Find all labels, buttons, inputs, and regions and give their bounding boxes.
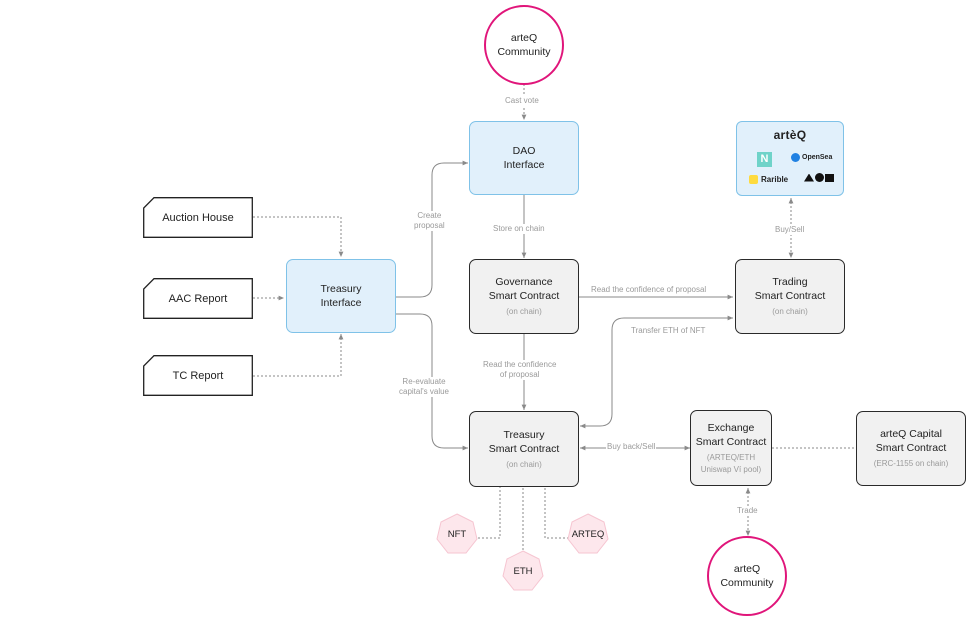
nft-asset-node: NFT — [436, 513, 478, 555]
treasury-contract-line1: Treasury — [503, 428, 545, 441]
marketplaces-node: artèQ N OpenSea Rarible — [736, 121, 844, 196]
arteq-asset-node: ARTEQ — [567, 513, 609, 555]
label-buy-sell: Buy/Sell — [774, 225, 806, 235]
edge-tc — [253, 334, 344, 377]
n-marketplace-icon: N — [757, 152, 772, 167]
label-buy-back-sell: Buy back/Sell — [606, 442, 657, 452]
opensea-icon — [791, 153, 800, 162]
auction-house-node: Auction House — [143, 197, 253, 238]
document-shape-icon — [143, 197, 253, 238]
edge-nft — [478, 487, 501, 539]
tc-report-label: TC Report — [172, 369, 224, 382]
label-read-confidence-mid-line1: Read the confidence — [483, 360, 557, 369]
trading-line1: Trading — [772, 276, 808, 288]
eth-label: ETH — [513, 565, 533, 577]
edge-transfer-eth — [580, 315, 733, 429]
label-transfer-eth: Transfer ETH of NFT — [630, 326, 707, 336]
community-bottom-node: arteQ Community — [707, 536, 787, 616]
dao-interface-node: DAO Interface — [469, 121, 579, 195]
label-create-proposal: Create proposal — [413, 211, 446, 231]
tc-report-node: TC Report — [143, 355, 253, 396]
aac-report-label: AAC Report — [168, 292, 228, 305]
document-shape-icon — [143, 278, 253, 319]
dao-interface-line2: Interface — [503, 159, 545, 171]
treasury-interface-line1: Treasury — [320, 283, 362, 295]
label-trade: Trade — [736, 506, 759, 516]
arteq-brand-logo: artèQ — [773, 128, 807, 142]
geometric-marketplace-logo — [804, 173, 834, 182]
edge-auction — [253, 216, 344, 257]
governance-sub: (on chain) — [506, 307, 542, 316]
label-create-proposal-line1: Create — [417, 211, 442, 220]
heptagon-shape-icon — [436, 513, 478, 554]
rarible-logo: Rarible — [749, 175, 788, 184]
exchange-line1: Exchange — [707, 421, 755, 434]
exchange-line2: Smart Contract — [695, 435, 767, 448]
aac-report-node: AAC Report — [143, 278, 253, 319]
capital-sub: (ERC-1155 on chain) — [873, 459, 949, 468]
heptagon-shape-icon — [567, 513, 609, 554]
community-bottom-line2: Community — [720, 577, 774, 589]
exchange-sub2: Uniswap Ví pool) — [700, 464, 762, 474]
nft-label: NFT — [447, 528, 467, 540]
rarible-label: Rarible — [761, 175, 789, 184]
heptagon-shape-icon — [502, 550, 544, 591]
trading-sub: (on chain) — [772, 307, 808, 316]
label-reevaluate-line1: Re-evaluate — [402, 377, 446, 386]
label-read-confidence-mid-line2: of proposal — [499, 370, 540, 379]
capital-line2: Smart Contract — [875, 442, 947, 454]
dao-interface-line1: DAO — [512, 145, 536, 157]
label-create-proposal-line2: proposal — [414, 221, 445, 230]
rarible-icon — [749, 175, 758, 184]
label-store-on-chain: Store on chain — [492, 224, 546, 234]
governance-line2: Smart Contract — [488, 290, 560, 302]
trading-line2: Smart Contract — [754, 290, 826, 302]
community-bottom-line1: arteQ — [733, 563, 761, 575]
treasury-contract-node: Treasury Smart Contract (on chain) — [469, 411, 579, 487]
document-shape-icon — [143, 355, 253, 396]
governance-contract-node: Governance Smart Contract (on chain) — [469, 259, 579, 334]
label-read-confidence-mid: Read the confidence of proposal — [482, 360, 558, 380]
eth-asset-node: ETH — [502, 550, 544, 592]
exchange-contract-node: Exchange Smart Contract (ARTEQ/ETH Unisw… — [690, 410, 772, 486]
label-cast-vote: Cast vote — [504, 96, 540, 106]
treasury-contract-line2: Smart Contract — [488, 442, 560, 455]
auction-house-label: Auction House — [162, 211, 234, 224]
community-top-line2: Community — [497, 46, 551, 58]
trading-contract-node: Trading Smart Contract (on chain) — [735, 259, 845, 334]
community-top-node: arteQ Community — [484, 5, 564, 85]
label-reevaluate: Re-evaluate capital's value — [398, 377, 450, 397]
opensea-label: OpenSea — [802, 154, 833, 161]
capital-line1: arteQ Capital — [880, 428, 942, 440]
exchange-sub1: (ARTEQ/ETH — [706, 452, 756, 462]
governance-line1: Governance — [495, 276, 553, 288]
edge-arteq — [544, 487, 569, 539]
treasury-interface-node: Treasury Interface — [286, 259, 396, 333]
opensea-logo: OpenSea — [791, 153, 832, 162]
capital-contract-node: arteQ Capital Smart Contract (ERC-1155 o… — [856, 411, 966, 486]
community-top-line1: arteQ — [510, 32, 538, 44]
treasury-contract-sub: (on chain) — [506, 459, 542, 469]
arteq-label: ARTEQ — [571, 528, 605, 540]
label-read-confidence-top: Read the confidence of proposal — [590, 285, 708, 295]
label-reevaluate-line2: capital's value — [399, 387, 449, 396]
treasury-interface-line2: Interface — [320, 297, 362, 309]
